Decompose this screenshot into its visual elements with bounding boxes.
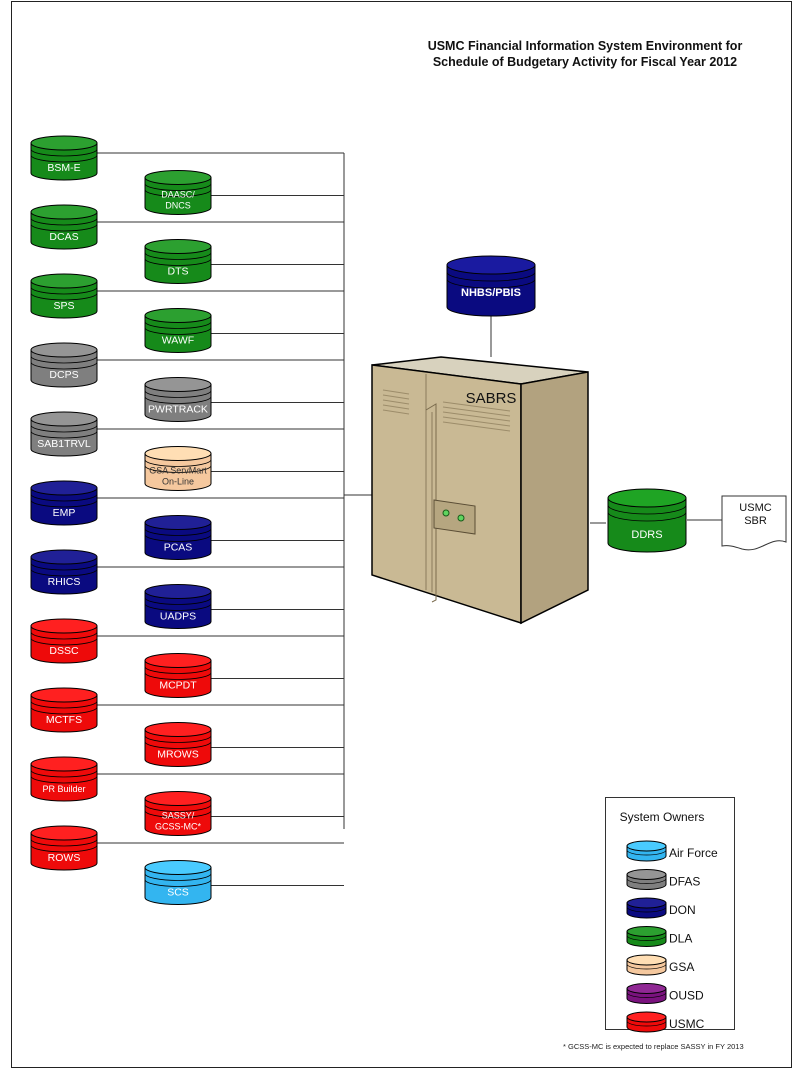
database-emp-label-1: EMP [53, 507, 76, 519]
database-pwrtrack-label-1: PWRTRACK [148, 404, 208, 416]
database-gsa-label-1: GSA ServMart [149, 466, 207, 476]
legend-label: GSA [669, 960, 694, 974]
database-mrows: MROWS [144, 722, 212, 767]
system-connectors [97, 152, 344, 886]
database-wawf: WAWF [144, 308, 212, 353]
database-sab1trvl: SAB1TRVL [30, 411, 98, 457]
database-pwrtrack: PWRTRACK [144, 377, 212, 422]
database-rhics-label-1: RHICS [48, 576, 81, 588]
ddrs-label: DDRS [631, 529, 662, 541]
legend-label: DON [669, 903, 696, 917]
database-dcas: DCAS [30, 204, 98, 250]
database-mctfs: MCTFS [30, 687, 98, 733]
database-pr-builder: PR Builder [30, 756, 98, 802]
database-sps-label-1: SPS [53, 300, 74, 312]
database-mcpdt: MCPDT [144, 653, 212, 698]
database-uadps: UADPS [144, 584, 212, 629]
page-border [11, 1, 792, 1068]
database-bsm-e-label-1: BSM-E [47, 162, 80, 174]
legend-title: System Owners [620, 810, 705, 824]
database-pcas-label-1: PCAS [164, 542, 193, 554]
database-sassy-label-1: SASSY/ [162, 811, 195, 821]
legend-label: USMC [669, 1017, 705, 1031]
diagram-title: USMC Financial Information System Enviro… [395, 38, 775, 70]
database-dts: DTS [144, 239, 212, 284]
database-rhics: RHICS [30, 549, 98, 595]
database-pr-builder-label-1: PR Builder [42, 784, 85, 794]
database-dcas-label-1: DCAS [49, 231, 78, 243]
database-scs: SCS [144, 860, 212, 905]
legend-item-ousd: OUSD [626, 983, 704, 1004]
footnote: * GCSS-MC is expected to replace SASSY i… [563, 1042, 744, 1051]
legend-item-air-force: Air Force [626, 840, 718, 862]
database-pcas: PCAS [144, 515, 212, 560]
database-dssc-label-1: DSSC [49, 645, 79, 657]
usmc-sbr-document [721, 495, 787, 551]
database-mctfs-label-1: MCTFS [46, 714, 82, 726]
database-sps: SPS [30, 273, 98, 319]
database-emp: EMP [30, 480, 98, 526]
database-mcpdt-label-1: MCPDT [159, 680, 197, 692]
database-uadps-label-1: UADPS [160, 611, 196, 623]
legend-label: DFAS [669, 875, 700, 889]
title-line-1: USMC Financial Information System Enviro… [427, 39, 743, 53]
database-dssc: DSSC [30, 618, 98, 664]
database-dts-label-1: DTS [168, 266, 189, 278]
database-mrows-label-1: MROWS [157, 749, 198, 761]
database-daasc: DAASC/DNCS [144, 170, 212, 215]
database-sab1trvl-label-1: SAB1TRVL [37, 438, 91, 450]
database-dcps-label-1: DCPS [49, 369, 78, 381]
system-databases: BSM-E DAASC/DNCS DCAS DTS SPS WAWF DCPS PWRTRAC… [30, 135, 212, 905]
usmc-sbr-line-1: USMC [739, 502, 772, 514]
database-bsm-e: BSM-E [30, 135, 98, 181]
legend-label: DLA [669, 932, 692, 946]
database-scs-label-1: SCS [167, 887, 189, 899]
database-wawf-label-1: WAWF [162, 335, 194, 347]
title-line-2: Schedule of Budgetary Activity for Fisca… [432, 55, 738, 69]
database-sassy-label-2: GCSS-MC* [155, 822, 201, 832]
legend-item-usmc: USMC [626, 1011, 705, 1033]
usmc-sbr-line-2: SBR [744, 515, 767, 527]
database-dcps: DCPS [30, 342, 98, 388]
legend-label: Air Force [669, 846, 718, 860]
sabrs-label: SABRS [466, 390, 517, 407]
sabrs-server: SABRS [371, 356, 589, 625]
database-gsa-label-2: On-Line [162, 477, 194, 487]
database-sassy: SASSY/GCSS-MC* [144, 791, 212, 836]
usmc-sbr-label: USMC SBR [728, 502, 783, 528]
database-daasc-label-1: DAASC/ [161, 190, 195, 200]
legend-item-dfas: DFAS [626, 869, 700, 890]
legend-item-gsa: GSA [626, 954, 694, 976]
legend-label: OUSD [669, 989, 704, 1003]
ddrs-database: DDRS [607, 488, 687, 553]
nhbs-pbis-label: NHBS/PBIS [461, 287, 521, 299]
database-daasc-label-2: DNCS [165, 201, 191, 211]
nhbs-pbis-database: NHBS/PBIS [446, 255, 536, 317]
database-rows-label-1: ROWS [48, 852, 81, 864]
legend-item-don: DON [626, 897, 696, 919]
legend-item-dla: DLA [626, 926, 692, 947]
database-rows: ROWS [30, 825, 98, 871]
